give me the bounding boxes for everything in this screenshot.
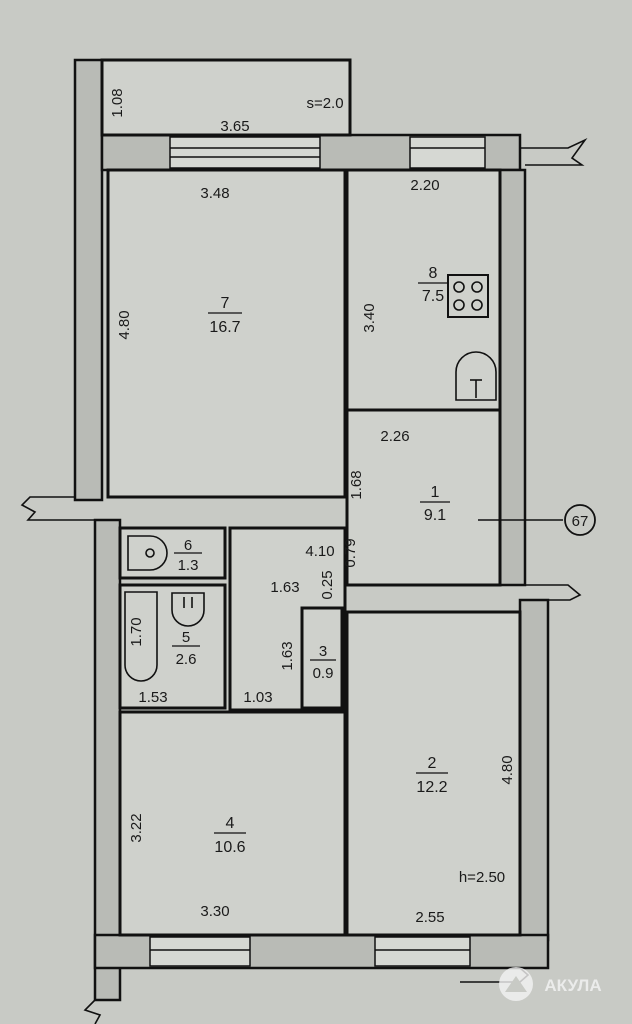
corridor-dim-5: 1.03 xyxy=(243,689,272,706)
wall-break-right-mid xyxy=(525,584,582,601)
apartment-number: 67 xyxy=(572,513,589,530)
outer-wall-right-lower xyxy=(518,598,550,942)
outer-wall-left-upper xyxy=(73,58,104,502)
room-3-labels: 1.63 3 0.9 xyxy=(279,641,336,682)
windows xyxy=(149,136,486,967)
room-8-length: 3.40 xyxy=(361,303,378,332)
room-1-hall xyxy=(345,408,502,587)
corridor-dim-3: 0.25 xyxy=(319,570,336,599)
sink-icon xyxy=(455,351,497,401)
room-8-width: 2.20 xyxy=(410,177,439,194)
room-3-number: 3 xyxy=(319,643,327,660)
room-6-labels: 6 1.3 xyxy=(174,537,202,574)
room-2-area: 12.2 xyxy=(416,779,447,796)
room-7 xyxy=(106,168,347,499)
room-7-number: 7 xyxy=(221,295,230,312)
corridor-dim-1: 4.10 xyxy=(305,543,334,560)
wall-break-left-bottom xyxy=(83,999,102,1024)
room-4-area: 10.6 xyxy=(214,839,245,856)
balcony-width-label: 3.65 xyxy=(220,118,249,135)
balcony-depth-label: 1.08 xyxy=(109,88,126,117)
room-2-number: 2 xyxy=(428,755,437,772)
room-2 xyxy=(345,610,522,937)
room-3-closet xyxy=(300,606,344,710)
room-5-width: 1.53 xyxy=(138,689,167,706)
room-3-length: 1.63 xyxy=(279,641,296,670)
balcony xyxy=(100,58,352,137)
stove-icon xyxy=(447,274,489,318)
room-1-labels: 2.26 1.68 1 9.1 xyxy=(348,428,450,524)
room-7-length: 4.80 xyxy=(116,310,133,339)
room-2-length: 4.80 xyxy=(499,755,516,784)
watermark-logo: АКУЛА xyxy=(499,967,602,1001)
room-4-width: 3.30 xyxy=(200,903,229,920)
watermark-text: АКУЛА xyxy=(544,976,601,995)
room-8-labels: 2.20 3.40 8 7.5 xyxy=(361,177,448,333)
room-5-labels: 1.70 5 2.6 1.53 xyxy=(128,617,200,706)
room-7-area: 16.7 xyxy=(209,319,240,336)
corridor-dim-4: 1.63 xyxy=(270,579,299,596)
wall-break-right-top xyxy=(520,137,588,166)
room-4-number: 4 xyxy=(226,815,235,832)
room-1-width: 2.26 xyxy=(380,428,409,445)
ceiling-height-label: h=2.50 xyxy=(459,869,505,886)
balcony-area-label: s=2.0 xyxy=(306,95,343,112)
room-6-area: 1.3 xyxy=(178,557,199,574)
room-6-number: 6 xyxy=(184,537,192,554)
room-3-area: 0.9 xyxy=(313,665,334,682)
bathtub-icon xyxy=(124,591,158,682)
room-1-area: 9.1 xyxy=(424,507,446,524)
room-8-number: 8 xyxy=(429,265,438,282)
room-4-length: 3.22 xyxy=(128,813,145,842)
room-4 xyxy=(118,710,347,937)
wall-break-left xyxy=(20,496,95,521)
washbasin-icon xyxy=(171,592,205,627)
room-7-labels: 3.48 4.80 7 16.7 xyxy=(116,185,242,340)
room-1-number: 1 xyxy=(431,484,440,501)
room-5-number: 5 xyxy=(182,629,190,646)
room-5-area: 2.6 xyxy=(176,651,197,668)
corridor-dim-2: 0.79 xyxy=(342,538,359,567)
corridor-labels: 4.10 0.79 0.25 1.63 1.03 xyxy=(243,538,359,706)
room-8-kitchen xyxy=(345,168,502,412)
room-7-width: 3.48 xyxy=(200,185,229,202)
outer-wall-left-lower xyxy=(93,518,122,1002)
toilet-icon xyxy=(127,535,168,571)
room-5-length: 1.70 xyxy=(128,617,145,646)
outer-wall-right-upper xyxy=(498,168,527,587)
room-1-length: 1.68 xyxy=(348,470,365,499)
room-2-labels: 4.80 2 12.2 h=2.50 2.55 xyxy=(415,755,516,926)
apartment-number-circle xyxy=(564,504,596,536)
room-8-area: 7.5 xyxy=(422,288,444,305)
room-4-labels: 3.22 4 10.6 3.30 xyxy=(128,813,246,920)
room-2-width: 2.55 xyxy=(415,909,444,926)
